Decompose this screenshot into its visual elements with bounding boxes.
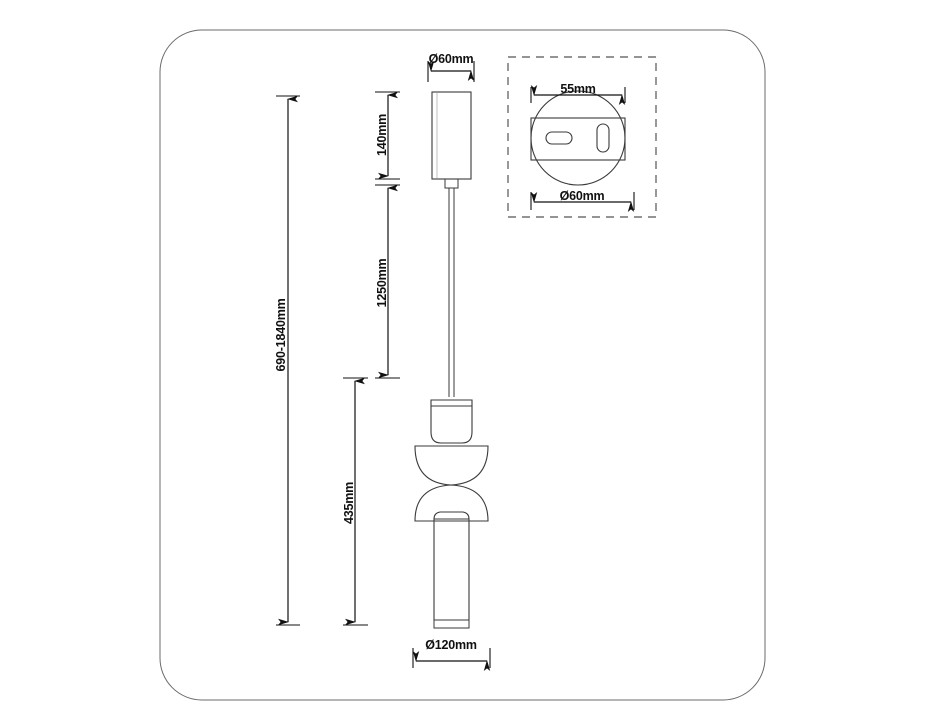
dim-total-label: 690-1840mm [274, 298, 288, 371]
fixture-top-collar [430, 399, 473, 444]
detail-view-dashed-box [507, 56, 657, 218]
mounting-plate-circle [530, 90, 626, 186]
mounting-slot-vertical [596, 123, 610, 153]
dim-1250-label: 1250mm [375, 258, 389, 307]
shade-upper-bowl [414, 445, 489, 486]
dim-d120-label: Ø120mm [425, 638, 477, 652]
mounting-slot-horizontal [545, 131, 573, 145]
dim-d60-label: Ø60mm [429, 52, 474, 66]
drawing-frame-border [159, 29, 766, 701]
shade-lower-bowl [414, 484, 489, 522]
canopy-body [431, 91, 472, 180]
diffuser-cylinder [433, 511, 470, 621]
dim-140-label: 140mm [375, 114, 389, 156]
dim-435-label: 435mm [342, 482, 356, 524]
diffuser-bottom-cap [433, 619, 470, 629]
cable-gland [444, 178, 459, 189]
dim-d60-detail-label: Ø60mm [560, 189, 605, 203]
dim-55mm-label: 55mm [560, 82, 595, 96]
mounting-plate-band [530, 117, 626, 161]
